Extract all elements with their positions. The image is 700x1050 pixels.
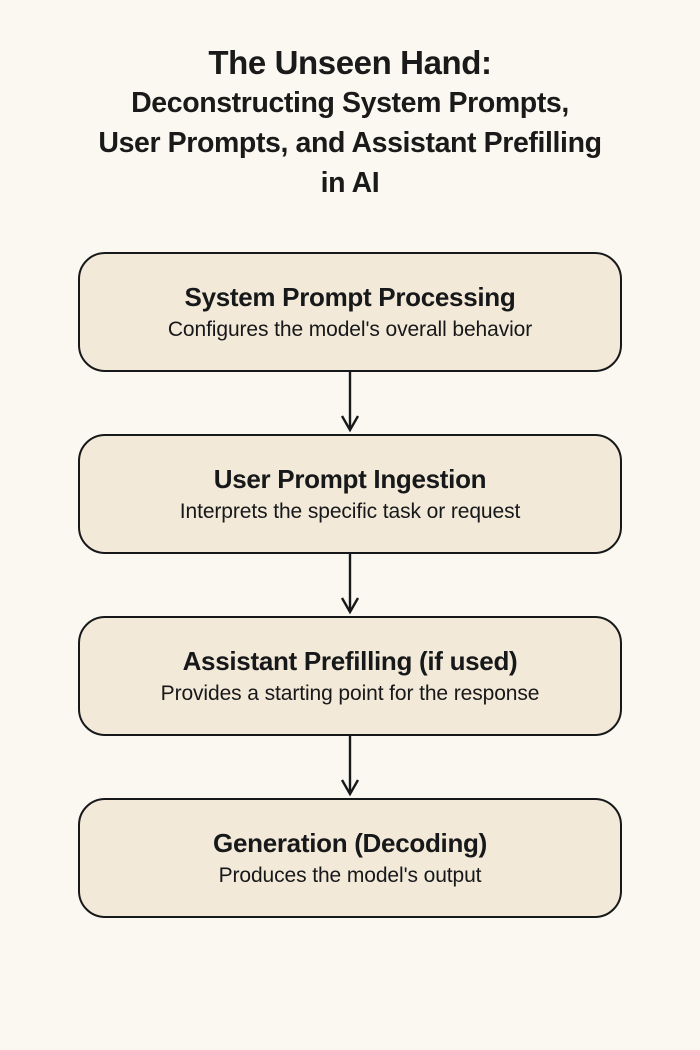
flow-node-title: User Prompt Ingestion (213, 464, 487, 494)
title-line-3: User Prompts, and Assistant Prefilling (98, 127, 602, 159)
page-title: The Unseen Hand: Deconstructing System P… (16, 42, 684, 203)
arrow-down-icon (340, 372, 360, 433)
flow-node-generation-decoding[interactable]: Generation (Decoding) Produces the model… (78, 798, 622, 918)
title-line-2: Deconstructing System Prompts, (131, 87, 569, 119)
title-line-4: in AI (320, 167, 380, 199)
arrow-down-icon (340, 554, 360, 615)
flow-node-title: System Prompt Processing (184, 282, 516, 312)
flow-connector-3 (78, 736, 622, 798)
flow-node-assistant-prefilling[interactable]: Assistant Prefilling (if used) Provides … (78, 616, 622, 736)
flow-node-title: Assistant Prefilling (if used) (182, 646, 518, 676)
flow-node-description: Produces the model's output (218, 864, 482, 887)
flowchart: System Prompt Processing Configures the … (78, 252, 622, 918)
flow-connector-1 (78, 372, 622, 434)
flow-node-title: Generation (Decoding) (213, 828, 487, 858)
flow-connector-2 (78, 554, 622, 616)
arrow-down-icon (340, 736, 360, 797)
flow-node-description: Interprets the specific task or request (179, 500, 521, 523)
flow-node-system-prompt-processing[interactable]: System Prompt Processing Configures the … (78, 252, 622, 372)
flow-node-description: Provides a starting point for the respon… (160, 682, 540, 705)
flow-node-description: Configures the model's overall behavior (167, 318, 533, 341)
flow-node-user-prompt-ingestion[interactable]: User Prompt Ingestion Interprets the spe… (78, 434, 622, 554)
title-line-1: The Unseen Hand: (208, 44, 492, 81)
